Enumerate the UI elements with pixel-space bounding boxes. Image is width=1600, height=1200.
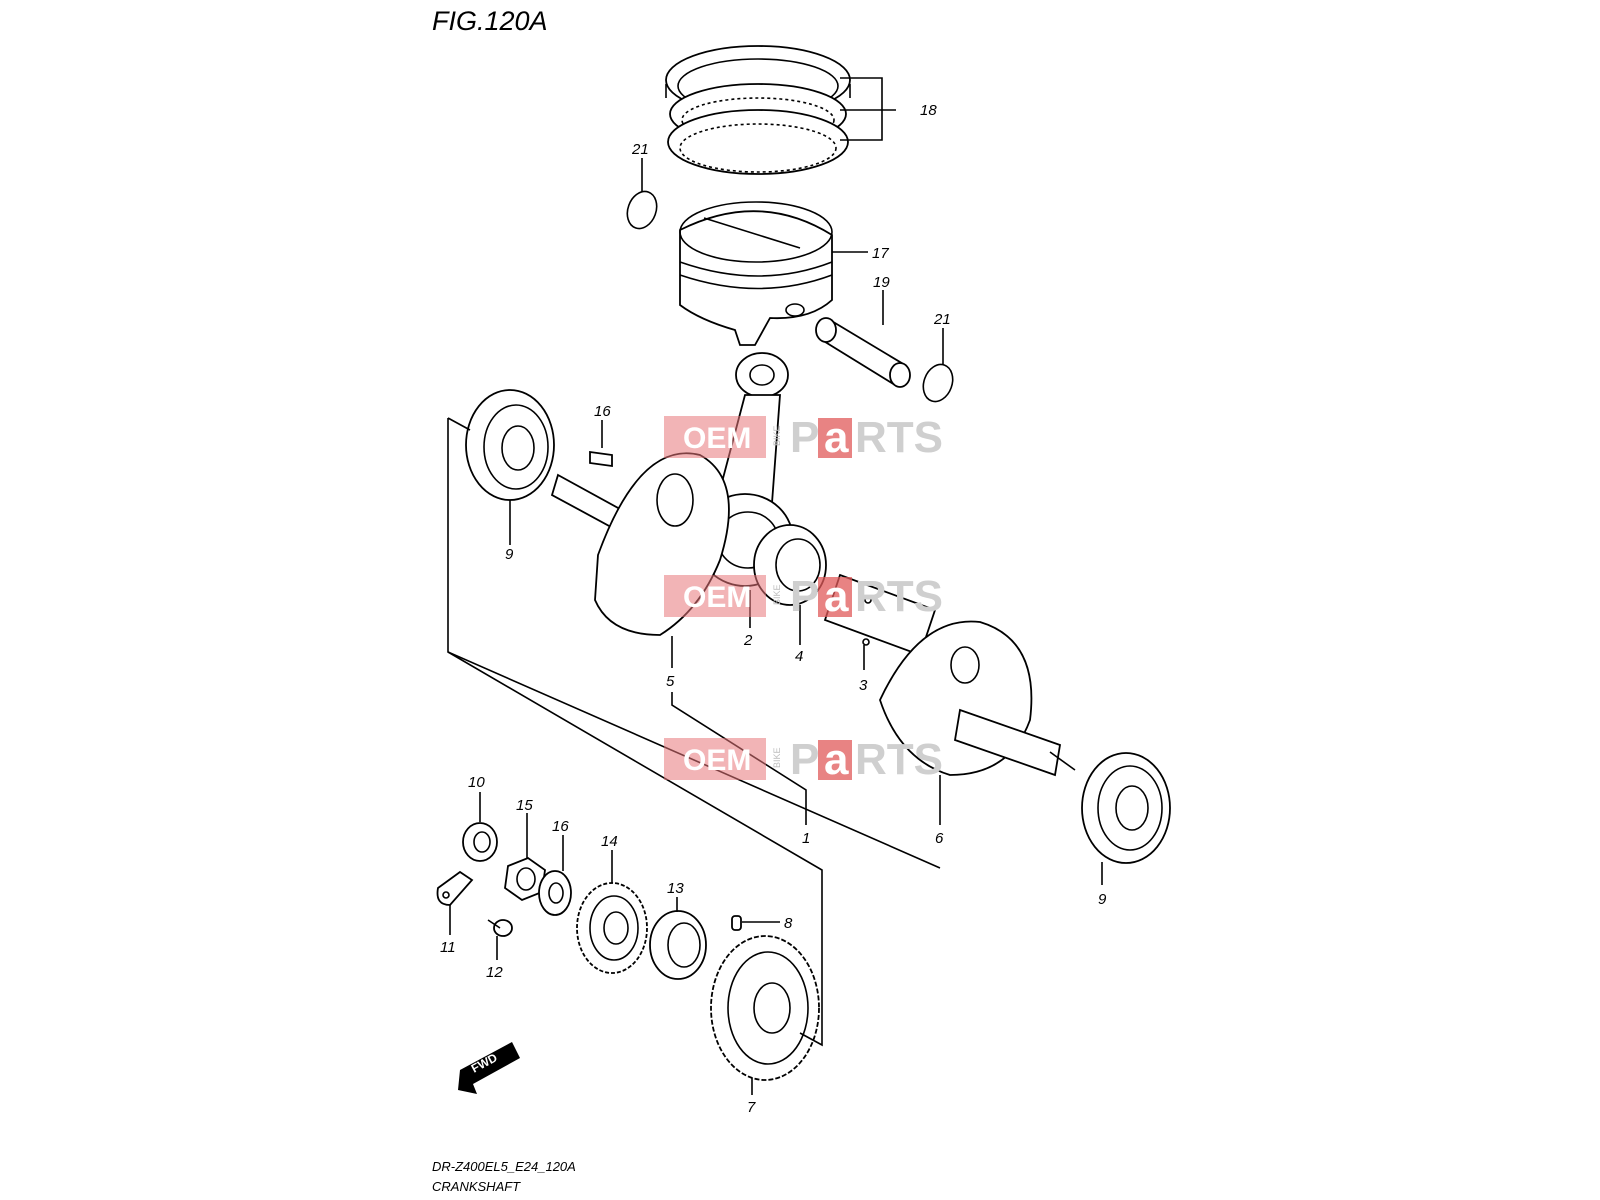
callout-5[interactable]: 5 [666,673,675,690]
watermark-middle: OEM BIKE P a RTS [664,572,943,621]
primary-gear[interactable] [576,882,648,974]
svg-text:a: a [824,735,849,784]
callout-3[interactable]: 3 [859,677,868,694]
svg-text:RTS: RTS [855,572,943,621]
callout-18[interactable]: 17 [872,245,889,262]
watermark-top: OEM BIKE P a RTS [664,413,943,462]
watermark-bottom: OEM BIKE P a RTS [664,735,943,784]
callout-9-right[interactable]: 9 [1098,891,1107,908]
woodruff-key[interactable] [589,450,613,468]
svg-text:BIKE: BIKE [772,747,782,768]
screw[interactable] [487,919,513,937]
callout-9-left[interactable]: 9 [505,546,514,563]
callout-13[interactable]: 13 [667,880,684,897]
lock-plate[interactable] [436,870,474,906]
svg-text:P: P [790,413,819,462]
circlip-lower[interactable] [918,360,957,405]
leader-lines [447,77,1103,1095]
model-code: DR-Z400EL5_E24_120A [432,1159,576,1174]
crank-web-right[interactable] [879,620,1076,777]
figure-title: FIG.120A [432,6,548,36]
svg-text:OEM: OEM [683,744,751,777]
callout-21-upper[interactable]: 21 [631,141,649,158]
svg-text:RTS: RTS [855,413,943,462]
callout-6[interactable]: 6 [935,830,944,847]
callout-17[interactable]: 16 [594,403,611,420]
svg-text:P: P [790,572,819,621]
svg-text:RTS: RTS [855,735,943,784]
svg-text:BIKE: BIKE [772,584,782,605]
callout-10[interactable]: 10 [468,774,485,791]
clutch-bearing[interactable] [649,910,707,980]
circlip-upper[interactable] [622,187,661,232]
callout-4[interactable]: 4 [795,648,803,665]
callout-7[interactable]: 7 [747,1099,756,1116]
bearing-right[interactable] [1081,752,1171,864]
callout-2[interactable]: 2 [743,632,753,649]
callout-16[interactable]: 16 [552,818,569,835]
bearing-left[interactable] [465,389,555,501]
piston[interactable] [679,201,833,346]
svg-text:BIKE: BIKE [772,425,782,446]
svg-text:a: a [824,413,849,462]
piston-pin[interactable] [815,317,911,388]
callout-21-lower[interactable]: 21 [933,311,951,328]
piston-rings[interactable] [665,45,851,175]
callout-11[interactable]: 11 [440,939,456,956]
needle-bearing[interactable] [753,524,827,606]
callout-12[interactable]: 12 [486,964,503,981]
svg-text:a: a [824,572,849,621]
callout-20[interactable]: 19 [873,274,890,291]
callout-14[interactable]: 14 [601,833,618,850]
callout-1[interactable]: 1 [802,830,810,847]
bushing[interactable] [462,822,498,862]
callout-8[interactable]: 8 [784,915,793,932]
callout-19[interactable]: 18 [920,102,937,119]
callout-15[interactable]: 15 [516,797,533,814]
svg-text:OEM: OEM [683,422,751,455]
svg-text:OEM: OEM [683,581,751,614]
crank-gear[interactable] [710,935,820,1081]
fwd-arrow-icon: FWD [458,1042,520,1094]
dowel-pin[interactable] [731,915,742,931]
section-name: CRANKSHAFT [432,1179,521,1194]
washer[interactable] [538,870,572,916]
svg-text:P: P [790,735,819,784]
